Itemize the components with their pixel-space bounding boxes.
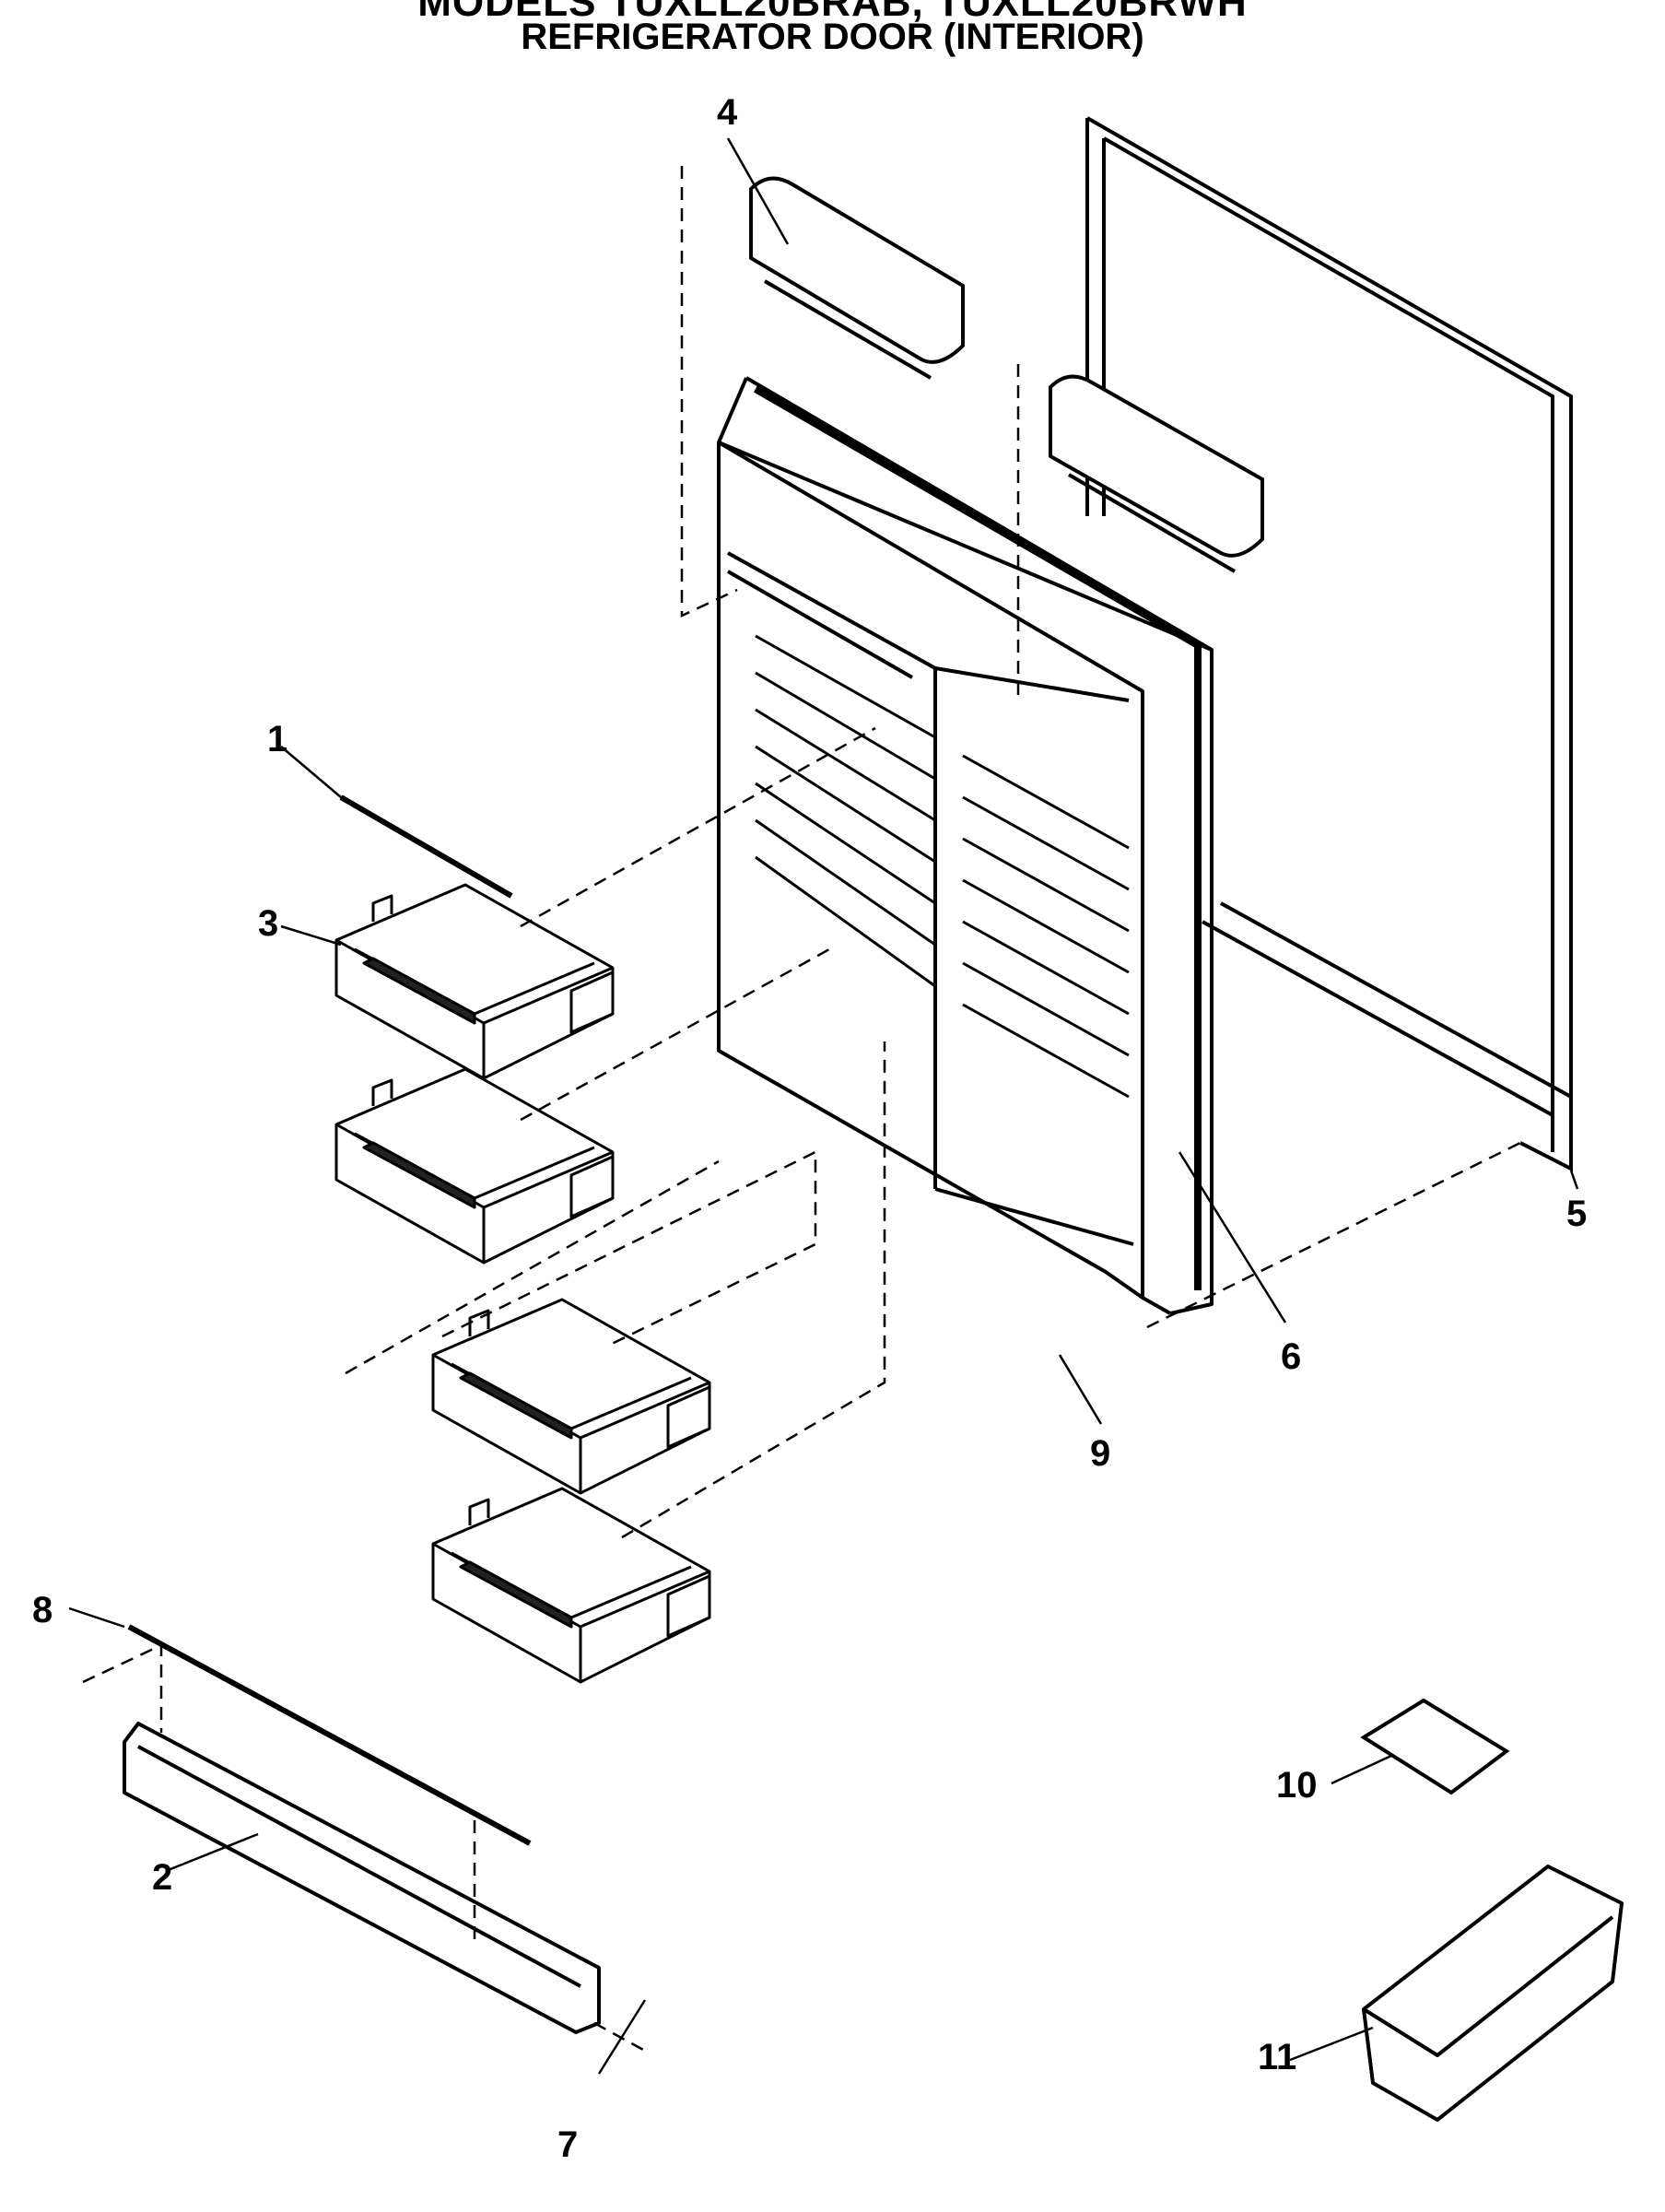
shelf-retainer-bar xyxy=(127,794,532,1846)
door-shelf xyxy=(334,883,615,1080)
callout-8: 8 xyxy=(32,1590,53,1630)
door-shelf xyxy=(431,1298,711,1495)
callout-11: 11 xyxy=(1258,2037,1296,2077)
door-liner xyxy=(717,376,1214,1315)
callout-10: 10 xyxy=(1276,1765,1318,1806)
assembly-guide-lines xyxy=(82,166,1521,2053)
diagram-title: REFRIGERATOR DOOR (INTERIOR) xyxy=(521,17,1144,57)
callout-9: 9 xyxy=(1090,1433,1110,1474)
callout-1: 1 xyxy=(267,719,287,759)
bottom-door-shelf xyxy=(123,1722,601,2034)
door-shelf xyxy=(431,1487,711,1684)
egg-tray xyxy=(1360,1698,1510,1795)
utility-bin xyxy=(1362,1865,1624,2122)
callout-6: 6 xyxy=(1281,1336,1301,1377)
callout-5: 5 xyxy=(1566,1194,1587,1234)
dairy-door xyxy=(749,176,1264,573)
callout-3: 3 xyxy=(258,903,278,944)
door-shelf xyxy=(334,1067,615,1265)
door-gasket xyxy=(1085,116,1573,1172)
model-numbers: MODELS TUXLL20BRAB, TUXLL20BRWH xyxy=(417,0,1248,25)
callout-4: 4 xyxy=(717,92,738,133)
callout-2: 2 xyxy=(152,1857,172,1898)
callout-leaders xyxy=(68,137,1579,2075)
callout-7: 7 xyxy=(557,2124,578,2165)
